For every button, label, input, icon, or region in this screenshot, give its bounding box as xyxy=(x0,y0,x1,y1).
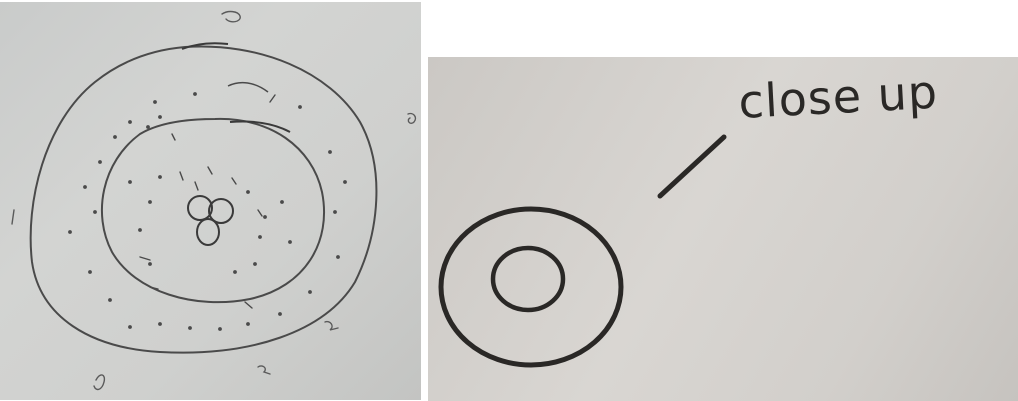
closeup-outer-ring xyxy=(441,209,621,365)
left-sketch-photo xyxy=(0,2,421,400)
outer-ring-stroke xyxy=(31,46,377,352)
speckle-marks xyxy=(69,93,346,330)
inner-ring-overstroke xyxy=(230,121,290,132)
left-sketch-drawing xyxy=(0,2,421,400)
closeup-inner-ring xyxy=(493,248,563,310)
outer-ring-tick xyxy=(228,83,268,92)
right-sketch-photo: close up xyxy=(428,57,1018,401)
nucleus-circle-3 xyxy=(197,219,219,245)
closeup-annotation-label: close up xyxy=(737,65,939,129)
inner-ring-stroke xyxy=(102,119,324,302)
annotation-pointer-line xyxy=(660,137,724,196)
